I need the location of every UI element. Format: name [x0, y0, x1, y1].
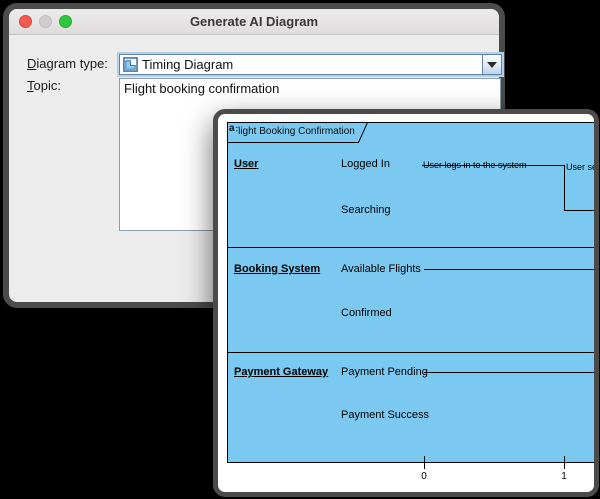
zoom-button[interactable]	[59, 15, 72, 28]
diagram-type-value: Timing Diagram	[142, 57, 234, 72]
topic-label-rest: opic:	[33, 78, 61, 93]
diagram-type-label-rest: iagram type:	[36, 56, 108, 71]
diagram-canvas[interactable]: Flight Booking Confirmation a User Logge…	[218, 114, 594, 492]
state-label[interactable]: Payment Pending	[341, 366, 428, 378]
state-label[interactable]: Logged In	[341, 158, 390, 170]
diagram-preview-window[interactable]: Flight Booking Confirmation a User Logge…	[213, 109, 599, 497]
timeline-segment[interactable]	[422, 165, 564, 166]
diagram-type-combobox[interactable]: Timing Diagram	[119, 54, 502, 75]
state-label[interactable]: Searching	[341, 204, 391, 216]
state-label[interactable]: Confirmed	[341, 307, 392, 319]
frame-tab-label[interactable]: Flight Booking Confirmation	[232, 126, 355, 137]
state-label[interactable]: Payment Success	[341, 409, 430, 421]
chevron-down-icon	[487, 61, 497, 68]
axis-tick-label: 1	[561, 471, 567, 482]
frame-tab-badge: a	[229, 123, 236, 134]
minimize-button[interactable]	[39, 15, 52, 28]
dialog-title-bar[interactable]: Generate AI Diagram	[9, 9, 499, 35]
timeline-annotation[interactable]: User logs in to the system	[423, 160, 527, 170]
close-button[interactable]	[19, 15, 32, 28]
axis-tick-label: 0	[421, 471, 427, 482]
lifeline-name-payment-gateway[interactable]: Payment Gateway	[234, 366, 329, 378]
lifeline-name-booking-system[interactable]: Booking System	[234, 263, 321, 275]
timeline-segment[interactable]	[424, 372, 594, 373]
diagram-type-label: Diagram type:	[27, 55, 108, 73]
lane-separator	[227, 247, 594, 248]
lifeline-name-user[interactable]: User	[234, 158, 259, 170]
timeline-segment[interactable]	[424, 269, 594, 270]
lane-separator	[227, 352, 594, 353]
timeline-segment[interactable]	[564, 165, 565, 210]
topic-mnemonic: T	[27, 78, 34, 93]
state-label[interactable]: Available Flights	[341, 263, 421, 275]
timing-diagram-icon	[123, 57, 138, 72]
timeline-annotation[interactable]: User sea	[566, 162, 599, 172]
timing-frame[interactable]	[227, 122, 594, 463]
diagram-type-mnemonic: D	[27, 56, 37, 71]
timeline-segment[interactable]	[564, 210, 594, 211]
frame-tab-shape[interactable]	[227, 122, 369, 143]
diagram-type-dropdown-button[interactable]	[482, 55, 501, 74]
dialog-title: Generate AI Diagram	[189, 14, 319, 29]
traffic-lights	[19, 15, 72, 28]
axis-tick	[424, 456, 425, 469]
axis-tick	[564, 456, 565, 469]
topic-label: Topic:	[27, 77, 61, 95]
